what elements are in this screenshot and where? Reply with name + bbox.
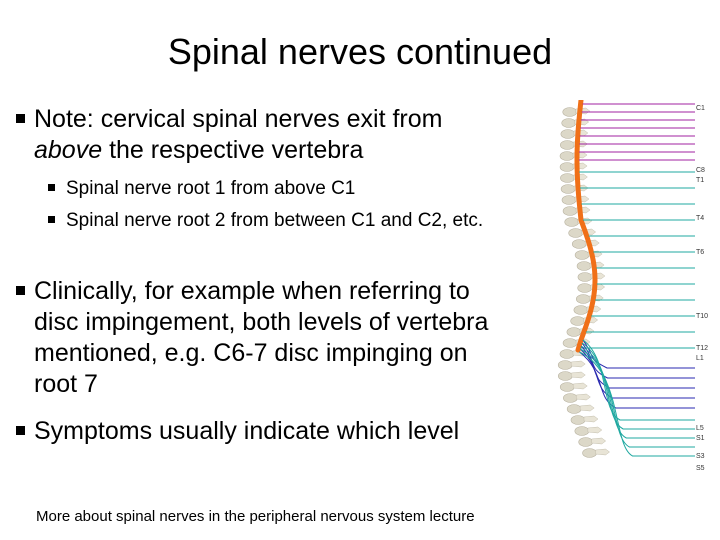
sub-bullet-square-icon — [48, 216, 55, 223]
vertebra-body — [576, 261, 592, 271]
vertebra-body — [560, 129, 576, 139]
level-label: C8 — [696, 167, 705, 174]
level-label: T6 — [696, 249, 704, 256]
slide-title: Spinal nerves continued — [167, 31, 553, 72]
level-label: T1 — [696, 177, 704, 184]
nerve-line — [581, 342, 695, 430]
vertebra-body — [576, 294, 591, 304]
level-label: L1 — [696, 355, 704, 362]
vertebra-body — [563, 393, 578, 403]
level-label: T12 — [696, 345, 708, 352]
vertebra-body — [574, 426, 590, 436]
vertebra-body — [571, 239, 587, 249]
vertebra-body — [560, 140, 575, 150]
vertebra-body — [573, 305, 589, 315]
vertebra-body — [561, 118, 577, 128]
bullet-1-part-1: Note: cervical spinal nerves exit from — [34, 105, 443, 133]
vertebra-body — [559, 162, 575, 172]
vertebra-body — [560, 173, 575, 183]
level-label: C1 — [696, 105, 705, 112]
vertebra-body — [562, 206, 578, 216]
vertebra-body — [577, 272, 593, 282]
vertebra-process — [576, 393, 591, 401]
level-label: S3 — [696, 453, 705, 460]
vertebra-process — [579, 404, 595, 412]
sub-bullet-square-icon — [48, 184, 55, 191]
vertebra-body — [566, 327, 582, 337]
bullet-2-text: Clinically, for example when referring t… — [34, 277, 489, 398]
footer-note: More about spinal nerves in the peripher… — [36, 508, 475, 525]
vertebra-body — [570, 316, 585, 326]
vertebra-body — [564, 217, 580, 227]
vertebra-body — [570, 415, 586, 425]
vertebra-body — [559, 382, 575, 392]
bullet-1-part-2: above — [34, 136, 103, 164]
spinal-cord — [574, 100, 598, 353]
vertebra-body — [561, 195, 577, 205]
vertebra-body — [568, 228, 583, 238]
nerve-line — [579, 351, 695, 457]
vertebra-body — [559, 349, 575, 359]
vertebra-process — [570, 360, 586, 368]
bullet-square-icon — [16, 114, 25, 123]
bullet-square-icon — [16, 426, 25, 435]
vertebra-body — [562, 338, 578, 348]
nerve-line — [580, 345, 695, 439]
bullet-1-text: Note: cervical spinal nerves exit from a… — [34, 104, 514, 166]
level-label: T4 — [696, 215, 704, 222]
vertebra-body — [582, 448, 597, 458]
vertebra-body — [574, 250, 590, 260]
vertebra-body — [560, 184, 576, 194]
level-label: S5 — [696, 465, 705, 472]
sub-bullet-1-text: Spinal nerve root 1 from above C1 — [66, 178, 356, 199]
vertebra-process — [591, 437, 607, 445]
vertebra-body — [566, 404, 582, 414]
vertebra-process — [572, 382, 588, 390]
vertebra-process — [571, 371, 586, 379]
nerve-line — [580, 348, 695, 448]
nerve-line — [582, 339, 695, 369]
sub-bullet-2-text: Spinal nerve root 2 from between C1 and … — [66, 210, 484, 231]
vertebra-process — [595, 448, 610, 456]
level-label: L5 — [696, 425, 704, 432]
vertebra-body — [557, 360, 573, 370]
vertebra-body — [559, 151, 575, 161]
bullet-3-text: Symptoms usually indicate which level — [34, 417, 460, 445]
vertebra-process — [587, 426, 603, 434]
level-label: S1 — [696, 435, 705, 442]
vertebra-process — [583, 415, 599, 423]
bullet-1-part-3: the respective vertebra — [102, 136, 364, 164]
vertebra-body — [577, 283, 592, 293]
bullet-square-icon — [16, 286, 25, 295]
vertebra-body — [562, 107, 578, 117]
nerve-line — [582, 339, 695, 421]
vertebra-body — [578, 437, 594, 447]
level-label: T10 — [696, 313, 708, 320]
nerve-line — [579, 348, 695, 399]
vertebra-body — [557, 371, 573, 381]
